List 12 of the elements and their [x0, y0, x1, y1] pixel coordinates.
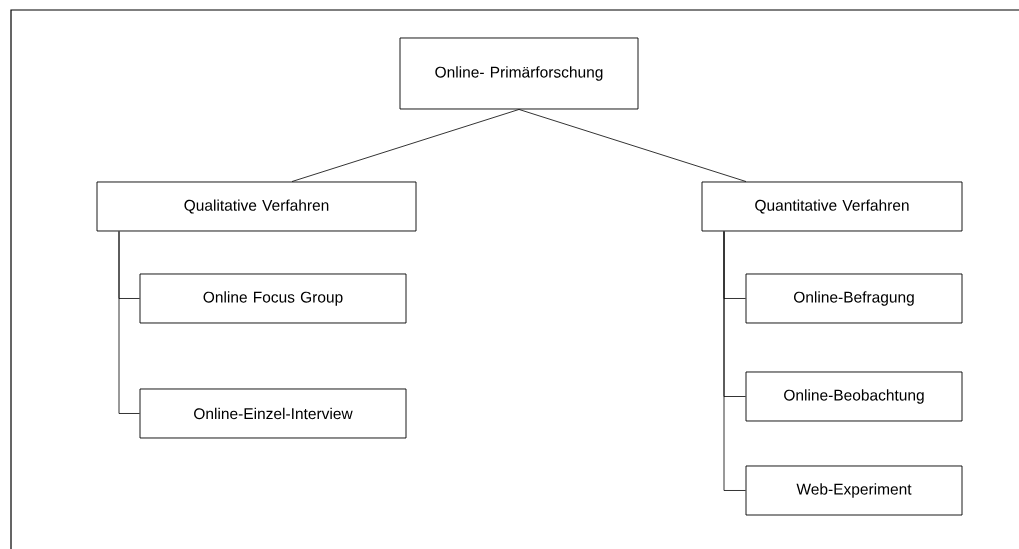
- connector-line: [518, 109, 747, 182]
- connector-line: [291, 109, 520, 182]
- connector-line: [723, 231, 746, 491]
- box: Online- Primärforschung: [399, 37, 639, 110]
- box: Online-Beobachtung: [745, 371, 963, 422]
- box: Web-Experiment: [745, 465, 963, 516]
- box: Quantitative Verfahren: [701, 181, 963, 232]
- connector-line: [118, 231, 140, 414]
- box: Online-Befragung: [745, 273, 963, 324]
- box: Online-Einzel-Interview: [139, 388, 407, 439]
- box: Online Focus Group: [139, 273, 407, 324]
- box: Qualitative Verfahren: [96, 181, 417, 232]
